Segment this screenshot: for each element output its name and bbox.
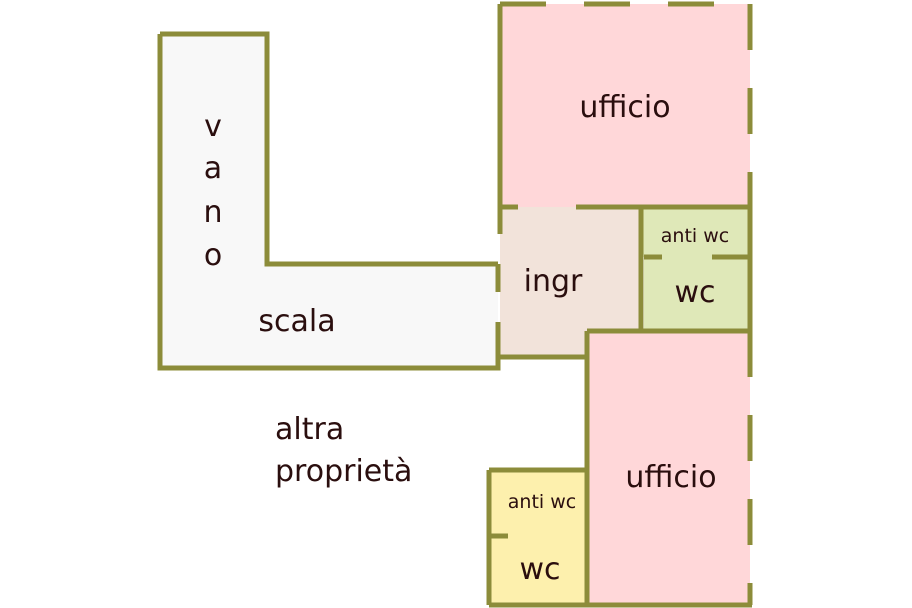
room-ufficio-bottom: [587, 331, 750, 605]
room-ufficio-top: [500, 4, 750, 207]
vano-letter: v: [204, 109, 222, 144]
anti-wc-bottom-label: anti wc: [508, 491, 576, 513]
wc-bottom-label: wc: [519, 552, 560, 587]
vano-letter: n: [203, 195, 222, 230]
ufficio-bottom-label: ufficio: [625, 460, 716, 495]
vano-letter: o: [204, 238, 222, 273]
vano-vertical-label: v a n o: [203, 109, 222, 273]
altra-proprieta-line2: proprietà: [275, 454, 412, 489]
room-vano-scala: [160, 34, 498, 368]
scala-label: scala: [258, 304, 335, 339]
room-wc-bottom: [489, 536, 587, 605]
anti-wc-top-label: anti wc: [661, 225, 729, 247]
vano-letter: a: [204, 151, 222, 186]
altra-proprieta-line1: altra: [275, 412, 344, 447]
walls: [157, 1, 753, 608]
wc-top-label: wc: [674, 275, 715, 310]
room-wc-top: [644, 257, 750, 331]
ingresso-label: ingr: [524, 264, 583, 299]
ufficio-top-label: ufficio: [579, 90, 670, 125]
room-anti-wc-top: [641, 207, 750, 257]
room-anti-wc-bottom: [489, 470, 587, 536]
